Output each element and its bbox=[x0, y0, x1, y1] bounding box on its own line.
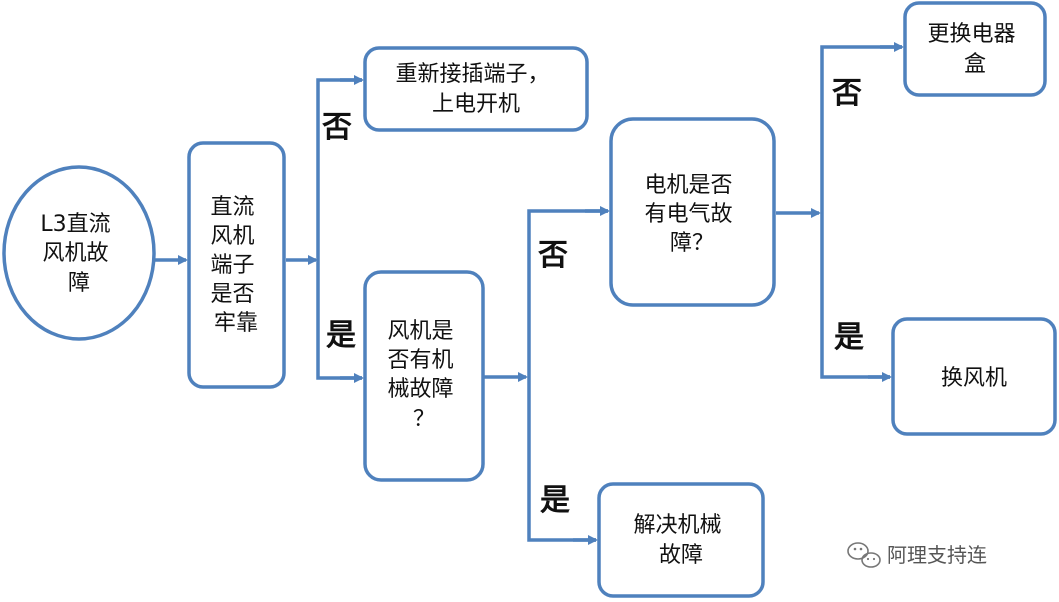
label-yes-mech: 是 bbox=[540, 483, 570, 518]
svg-text:重新接插端子， 上电开机: 重新接插端子， 上电开机 bbox=[395, 62, 556, 117]
node-replace-box-line-1: 更换电器 bbox=[927, 22, 1015, 47]
node-check-terminal: 直流 风机 端子 是否 牢靠 bbox=[187, 141, 286, 389]
node-reconnect: 重新接插端子， 上电开机 bbox=[363, 46, 589, 132]
node-mech-fault-line-3: 械故障 bbox=[387, 377, 453, 402]
node-elec-fault-line-2: 有电气故 bbox=[644, 202, 732, 227]
node-check-terminal-line-5: 牢靠 bbox=[214, 311, 258, 336]
node-reconnect-line-1: 重新接插端子， bbox=[395, 62, 549, 87]
watermark: 阿理支持连 bbox=[847, 542, 987, 568]
node-check-terminal-line-4: 是否 bbox=[210, 282, 254, 307]
node-resolve-mech-line-2: 故障 bbox=[659, 543, 703, 568]
label-no-elec: 否 bbox=[832, 76, 862, 111]
node-mech-fault: 风机是 否有机 械故障 ？ bbox=[363, 270, 485, 482]
node-start: L3直流 风机故 障 bbox=[2, 165, 156, 341]
svg-text:直流 风机 端子 是否: 直流 风机 端子 是否 牢靠 bbox=[210, 195, 261, 336]
label-no-terminal: 否 bbox=[322, 110, 352, 145]
svg-text:换风机: 换风机 bbox=[941, 366, 1007, 391]
node-replace-fan-line-1: 换风机 bbox=[941, 366, 1007, 391]
node-replace-box-line-2: 盒 bbox=[964, 52, 986, 77]
node-mech-fault-line-4: ？ bbox=[413, 407, 435, 432]
label-yes-terminal: 是 bbox=[326, 318, 356, 353]
node-start-line-1: L3直流 bbox=[40, 212, 110, 237]
node-elec-fault: 电机是否 有电气故 障？ bbox=[609, 117, 776, 307]
node-elec-fault-line-1: 电机是否 bbox=[644, 173, 732, 198]
watermark-text: 阿理支持连 bbox=[887, 543, 987, 567]
svg-text:风机是 否有机 械故障: 风机是 否有机 械故障 ？ bbox=[387, 319, 460, 432]
node-resolve-mech: 解决机械 故障 bbox=[597, 482, 765, 598]
node-reconnect-line-2: 上电开机 bbox=[432, 92, 520, 117]
connector-elec-branches bbox=[820, 45, 902, 379]
svg-text:解决机械 故障: 解决机械 故障 bbox=[633, 513, 728, 568]
label-yes-elec: 是 bbox=[834, 320, 864, 355]
svg-text:电机是否 有电气故 障？: 电机是否 有电气故 障？ bbox=[644, 173, 739, 256]
connectors bbox=[155, 42, 904, 545]
svg-text:L3直流 风机故 障: L3直流 风机故 障 bbox=[40, 212, 117, 296]
node-start-line-2: 风机故 bbox=[42, 241, 108, 266]
svg-text:更换电器 盒: 更换电器 盒 bbox=[927, 22, 1022, 77]
node-check-terminal-line-1: 直流 bbox=[210, 195, 254, 220]
node-check-terminal-line-3: 端子 bbox=[210, 253, 254, 278]
node-check-terminal-line-2: 风机 bbox=[210, 224, 254, 249]
node-mech-fault-line-2: 否有机 bbox=[387, 348, 453, 373]
label-no-mech: 否 bbox=[538, 238, 568, 273]
node-resolve-mech-line-1: 解决机械 bbox=[633, 513, 721, 538]
node-replace-box: 更换电器 盒 bbox=[903, 1, 1047, 97]
connector-mech-branches bbox=[527, 209, 608, 542]
node-elec-fault-line-3: 障？ bbox=[670, 231, 714, 256]
node-mech-fault-line-1: 风机是 bbox=[387, 319, 453, 344]
node-replace-fan: 换风机 bbox=[891, 317, 1057, 436]
node-start-line-3: 障 bbox=[68, 271, 90, 296]
wechat-icon bbox=[847, 542, 881, 568]
